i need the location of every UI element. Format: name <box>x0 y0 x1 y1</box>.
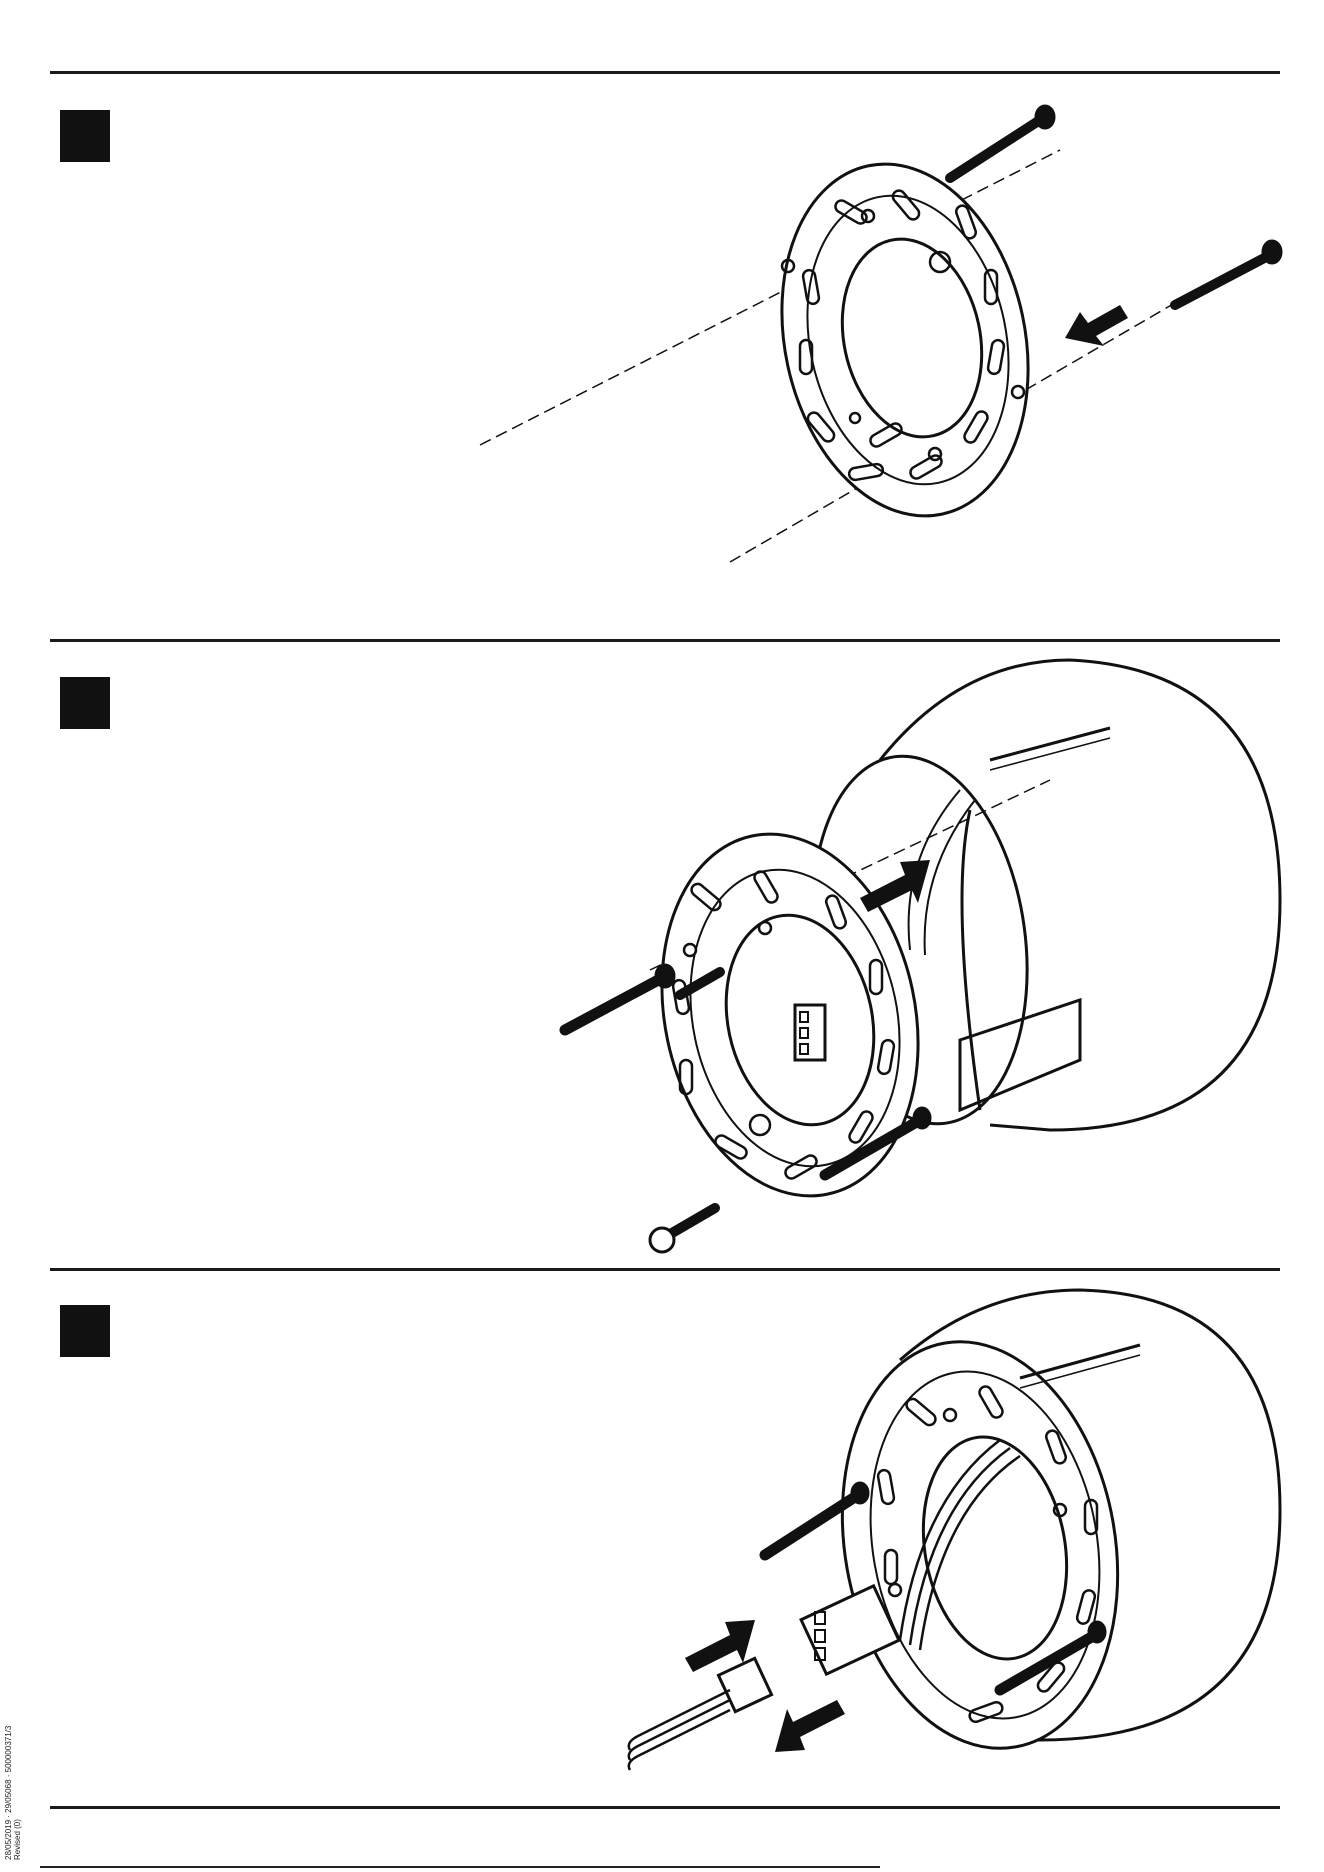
bottom-edge-line <box>40 1866 880 1868</box>
disconnect-arrow <box>775 1700 845 1752</box>
step-3-illustration <box>0 0 1324 1810</box>
connector-male <box>718 1658 771 1711</box>
footer-document-code: 28/05/2019 · 29/05068 · 500000371/3 Revi… <box>4 1760 26 1860</box>
